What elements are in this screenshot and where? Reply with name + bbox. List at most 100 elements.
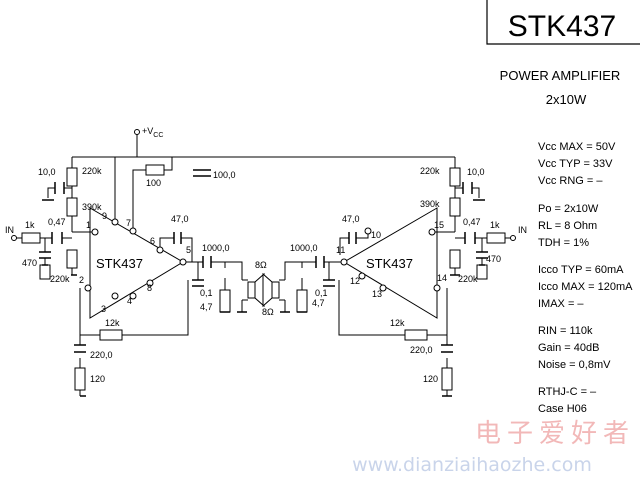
- c-220-left-label: 220,0: [90, 350, 113, 360]
- r-220k-left-label: 220k: [82, 166, 102, 176]
- r-100-label: 100: [146, 178, 161, 188]
- cap-47-right: [348, 232, 357, 244]
- pin-10-label: 10: [371, 230, 381, 240]
- spec-case: Case H06: [538, 403, 587, 415]
- speaker-left: [247, 281, 256, 299]
- resistor-220k-left: [66, 167, 78, 187]
- pin-3-label: 3: [101, 304, 106, 314]
- c-220-right-label: 220,0: [410, 345, 433, 355]
- c-100-label: 100,0: [213, 170, 236, 180]
- resistor-470-right: [476, 264, 488, 280]
- c-10-left-label: 10,0: [38, 167, 56, 177]
- r-220k-in-left-label: 220k: [50, 274, 70, 284]
- cap-10-right: [462, 182, 473, 194]
- pin-1-label: 1: [86, 220, 91, 230]
- spec-po: Po = 2x10W: [538, 203, 599, 215]
- watermark-url: www.dianziaihaozhe.com: [352, 454, 592, 476]
- pin-5-label: 5: [186, 245, 191, 255]
- c-47-right-label: 47,0: [342, 214, 360, 224]
- speaker-cone-right: [262, 272, 273, 308]
- spec-vcc-max: Vcc MAX = 50V: [538, 141, 616, 153]
- cap-100: [193, 169, 211, 177]
- components: [21, 164, 506, 391]
- spk-right-label: 8Ω: [262, 307, 274, 317]
- chip-label-right: STK437: [366, 256, 413, 271]
- r-470-right-label: 470: [486, 254, 501, 264]
- pin-8-label: 8: [147, 283, 152, 293]
- r-47-right-label: 4,7: [312, 298, 325, 308]
- r-390k-right-label: 390k: [420, 199, 440, 209]
- resistor-220k-in-right: [449, 249, 461, 269]
- resistor-390k-left: [66, 197, 78, 217]
- in-right-label: IN: [518, 225, 527, 235]
- component-labels: +VCC IN 1k 0,47 470 220k 10,0 220k 390k …: [5, 126, 527, 384]
- r-12k-right-label: 12k: [390, 318, 405, 328]
- resistor-4-7-right: [296, 289, 308, 313]
- pin-nodes: [11, 129, 516, 300]
- pin-9-label: 9: [102, 211, 107, 221]
- spec-tdh: TDH = 1%: [538, 237, 589, 249]
- subtitle-power: 2x10W: [546, 92, 587, 107]
- spec-gain: Gain = 40dB: [538, 342, 599, 354]
- resistor-1k-left: [21, 232, 41, 244]
- r-120-left-label: 120: [90, 374, 105, 384]
- subtitle: POWER AMPLIFIER: [500, 68, 621, 83]
- spec-rl: RL = 8 Ohm: [538, 220, 597, 232]
- pin-6-label: 6: [150, 236, 155, 246]
- cap-220-right: [441, 344, 453, 353]
- spec-vcc-typ: Vcc TYP = 33V: [538, 158, 613, 170]
- cap-047-right: [464, 232, 476, 244]
- c-047-right-label: 0,47: [463, 217, 481, 227]
- pin-12-label: 12: [350, 276, 360, 286]
- cap-470-right: [476, 251, 488, 259]
- c-01-right-label: 0,1: [315, 288, 328, 298]
- spec-noise: Noise = 0,8mV: [538, 359, 611, 371]
- resistor-12k-right: [404, 329, 428, 341]
- chip-label-left: STK437: [96, 256, 143, 271]
- pin-4-label: 4: [127, 296, 132, 306]
- c-1000-right-label: 1000,0: [290, 243, 318, 253]
- vcc-label: +VCC: [142, 126, 163, 139]
- r-1k-left-label: 1k: [25, 220, 35, 230]
- r-470-left-label: 470: [22, 258, 37, 268]
- capacitors: [39, 169, 488, 353]
- speaker-right: [271, 281, 280, 299]
- resistor-100: [145, 164, 165, 176]
- pin-7-label: 7: [126, 218, 131, 228]
- resistor-470-left: [39, 264, 51, 280]
- r-390k-left-label: 390k: [82, 202, 102, 212]
- pin-15-label: 15: [434, 220, 444, 230]
- resistor-1k-right: [486, 232, 506, 244]
- cap-1000-right: [315, 256, 325, 268]
- spk-left-label: 8Ω: [255, 260, 267, 270]
- r-220k-in-right-label: 220k: [458, 274, 478, 284]
- c-01-left-label: 0,1: [200, 288, 213, 298]
- resistor-120-right: [441, 367, 453, 391]
- cap-220-left: [74, 344, 86, 353]
- spec-list: Vcc MAX = 50V Vcc TYP = 33V Vcc RNG = – …: [538, 141, 633, 415]
- ground-symbols: [42, 199, 485, 397]
- r-12k-left-label: 12k: [105, 318, 120, 328]
- resistor-12k-left: [99, 329, 123, 341]
- cap-1000-left: [202, 256, 212, 268]
- resistor-220k-in-left: [66, 249, 78, 269]
- pin-13-label: 13: [372, 289, 382, 299]
- pin-11-label: 11: [336, 245, 345, 255]
- in-left-label: IN: [5, 225, 14, 235]
- r-47-left-label: 4,7: [200, 302, 213, 312]
- spec-icco-typ: Icco TYP = 60mA: [538, 264, 624, 276]
- cap-470-left: [39, 251, 51, 259]
- pin-14-label: 14: [437, 273, 447, 283]
- resistor-120-left: [74, 367, 86, 391]
- spec-vcc-rng: Vcc RNG = –: [538, 175, 603, 187]
- c-047-left-label: 0,47: [48, 217, 66, 227]
- c-10-right-label: 10,0: [467, 167, 485, 177]
- cap-10-left: [54, 182, 65, 194]
- cap-01-left: [192, 279, 204, 287]
- cap-01-right: [323, 279, 335, 287]
- speaker-cone-left: [254, 272, 265, 308]
- spec-rin: RIN = 110k: [538, 325, 593, 337]
- cap-47-left: [173, 232, 182, 244]
